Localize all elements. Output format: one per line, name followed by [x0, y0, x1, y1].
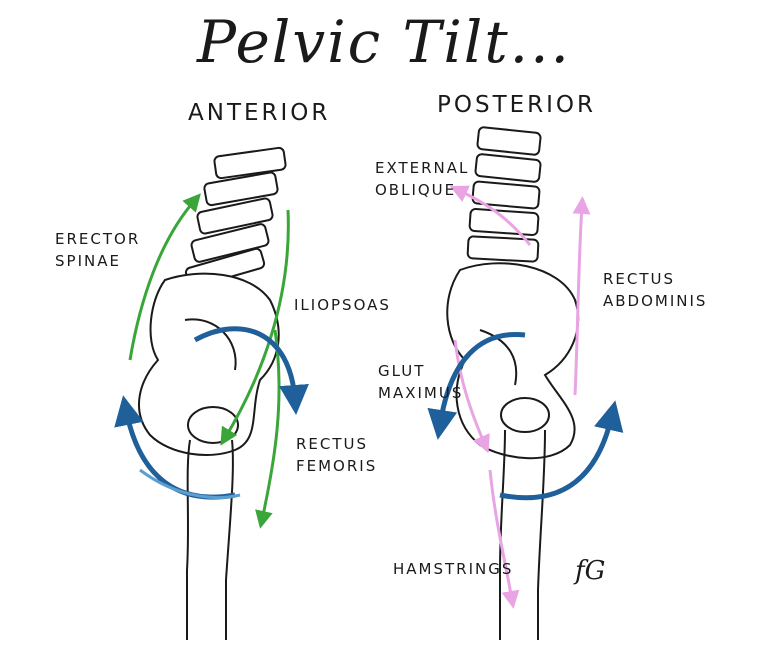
erector-spinae-arrow — [128, 193, 201, 361]
posterior-rotation-arc-lower — [499, 400, 624, 501]
page-title: Pelvic Tilt... — [197, 8, 571, 76]
glut-maximus-arrow — [453, 339, 490, 454]
label-external-oblique: EXTERNAL OBLIQUE — [375, 159, 470, 199]
iliopsoas-arrow — [220, 209, 290, 446]
heading-posterior: POSTERIOR — [437, 92, 597, 118]
anterior-rotation-arc — [193, 326, 309, 415]
posterior-spine — [466, 126, 542, 263]
label-glut-maximus: GLUT MAXIMUS — [378, 362, 464, 402]
posterior-rotation-arc — [427, 331, 526, 440]
external-oblique-arrow — [449, 185, 532, 246]
hamstrings-arrow — [488, 469, 520, 609]
label-rectus-abdominis: RECTUS ABDOMINIS — [603, 270, 708, 310]
label-hamstrings: HAMSTRINGS — [393, 560, 514, 578]
anterior-pelvis — [137, 272, 280, 640]
artist-signature: fG — [575, 556, 606, 586]
label-erector-spinae: ERECTOR SPINAE — [55, 230, 141, 270]
rectus-abdominis-arrow — [572, 196, 591, 396]
anterior-spine — [184, 146, 287, 289]
posterior-pelvis — [446, 262, 580, 640]
heading-anterior: ANTERIOR — [188, 100, 331, 126]
rectus-femoris-arrow — [255, 329, 281, 529]
label-rectus-femoris: RECTUS FEMORIS — [296, 435, 378, 475]
label-iliopsoas: ILIOPSOAS — [294, 296, 391, 314]
